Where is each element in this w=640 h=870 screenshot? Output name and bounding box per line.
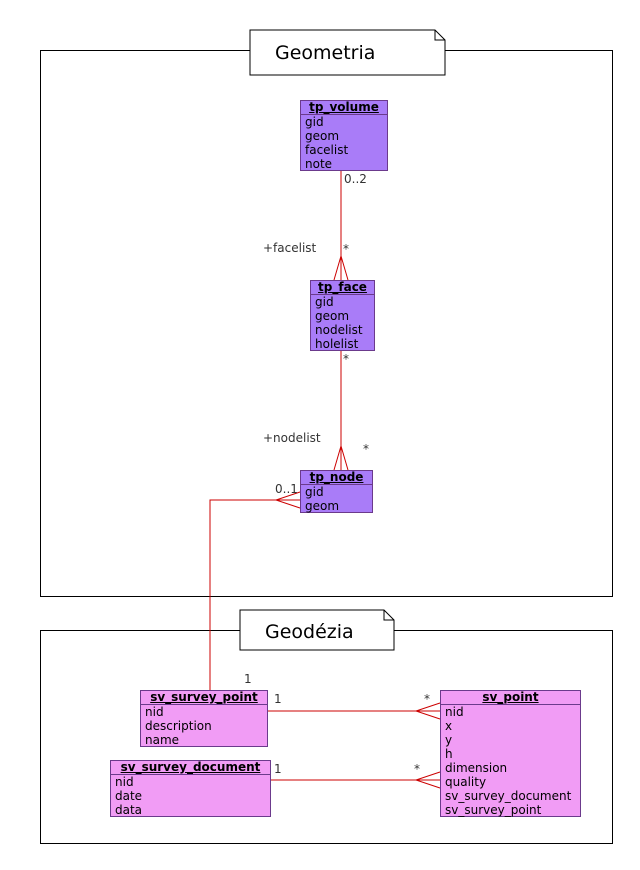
class-attribute: sv_survey_point — [445, 803, 542, 817]
association-face-node — [333, 350, 349, 471]
class-attribute: description — [145, 719, 212, 733]
class-tp-volume-name: tp_volume — [301, 101, 387, 115]
class-attribute: facelist — [305, 143, 349, 157]
association-survey-node — [209, 491, 301, 690]
multiplicity-face-node-target: * — [363, 442, 369, 456]
class-attribute: note — [305, 157, 333, 171]
class-tp-volume[interactable]: tp_volume gid geom facelist note — [300, 100, 388, 171]
class-attribute: data — [115, 803, 143, 817]
multiplicity-survey-node-target: 0..1 — [275, 482, 298, 496]
class-attribute: date — [115, 789, 143, 803]
association-document-point — [271, 771, 441, 789]
class-attribute: geom — [305, 499, 340, 513]
multiplicity-volume-face-target: * — [343, 242, 349, 256]
class-attribute: h — [445, 747, 453, 761]
class-attribute: nid — [145, 705, 164, 719]
package-geodezia-title: Geodézia — [241, 612, 381, 648]
association-survey-point — [268, 702, 441, 720]
class-tp-node[interactable]: tp_node gid geom — [300, 470, 373, 513]
role-face-node: +nodelist — [263, 431, 321, 445]
class-attribute: nodelist — [315, 323, 363, 337]
multiplicity-face-node-source: * — [343, 352, 349, 366]
class-sv-survey-point-name: sv_survey_point — [141, 691, 267, 705]
multiplicity-survey-point-target: * — [424, 692, 430, 706]
class-tp-face-name: tp_face — [311, 281, 374, 295]
class-attribute: dimension — [445, 761, 508, 775]
multiplicity-volume-face-source: 0..2 — [344, 172, 367, 186]
class-attribute: gid — [315, 295, 334, 309]
class-attribute: gid — [305, 115, 324, 129]
class-attribute: x — [445, 719, 453, 733]
class-attribute: geom — [305, 129, 340, 143]
class-sv-survey-document[interactable]: sv_survey_document nid date data — [110, 760, 271, 817]
class-attribute: nid — [445, 705, 464, 719]
multiplicity-survey-node-source: 1 — [244, 672, 252, 686]
class-tp-node-name: tp_node — [301, 471, 372, 485]
multiplicity-document-point-target: * — [414, 762, 420, 776]
class-attribute: holelist — [315, 337, 359, 351]
class-attribute: nid — [115, 775, 134, 789]
class-sv-survey-document-name: sv_survey_document — [111, 761, 270, 775]
package-geometria-title: Geometria — [251, 31, 431, 74]
class-attribute: y — [445, 733, 453, 747]
class-attribute: name — [145, 733, 180, 747]
class-sv-point[interactable]: sv_point nid x y h dimension quality sv_… — [440, 690, 581, 817]
class-attribute: gid — [305, 485, 324, 499]
class-attribute: geom — [315, 309, 350, 323]
class-attribute: quality — [445, 775, 487, 789]
multiplicity-document-point-source: 1 — [274, 762, 282, 776]
class-sv-point-name: sv_point — [441, 691, 580, 705]
class-sv-survey-point[interactable]: sv_survey_point nid description name — [140, 690, 268, 747]
class-attribute: sv_survey_document — [445, 789, 572, 803]
multiplicity-survey-point-source: 1 — [274, 692, 282, 706]
association-volume-face — [333, 170, 349, 281]
role-volume-face: +facelist — [263, 241, 317, 255]
class-tp-face[interactable]: tp_face gid geom nodelist holelist — [310, 280, 375, 351]
